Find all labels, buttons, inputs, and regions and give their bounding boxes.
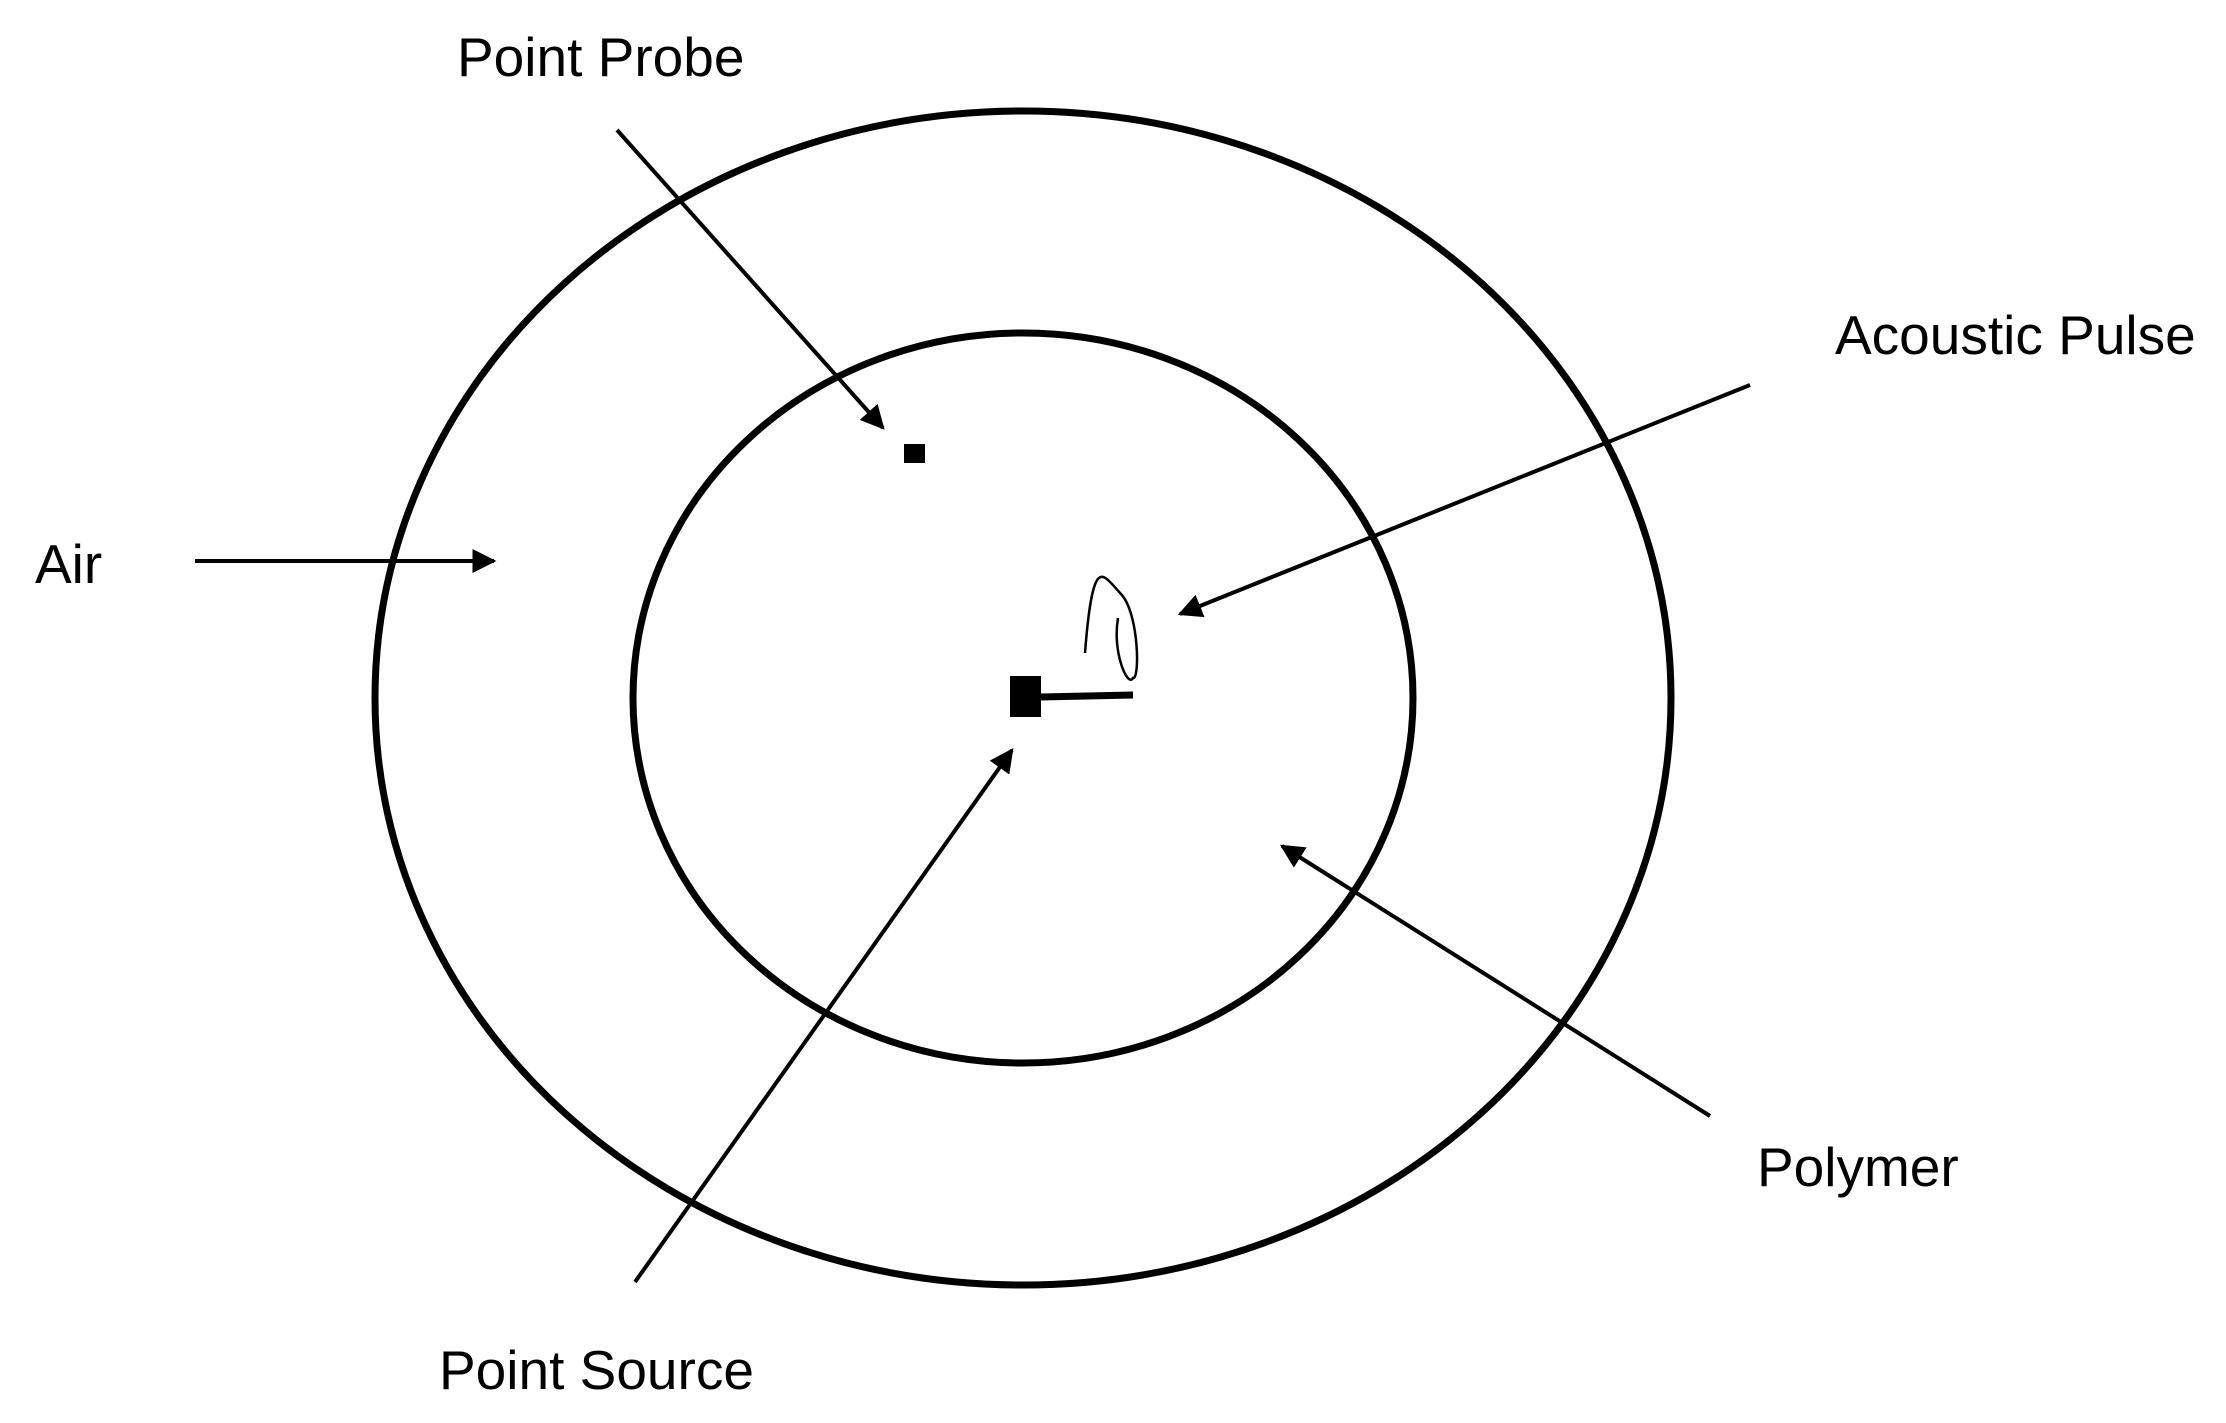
point-source-arrow <box>633 748 1014 1284</box>
point-probe-marker <box>904 444 925 463</box>
point-probe-arrow <box>615 128 885 430</box>
outer-air-boundary <box>371 107 1675 1289</box>
acoustic-pulse-label: Acoustic Pulse <box>1835 304 2196 366</box>
air-label: Air <box>35 533 102 595</box>
point-source-emitter-line <box>1040 691 1134 701</box>
polymer-label: Polymer <box>1757 1136 1959 1198</box>
polymer-arrow <box>1279 844 1712 1118</box>
acoustic-pulse-wave-icon <box>1083 575 1139 681</box>
point-source-marker <box>1010 676 1041 717</box>
inner-polymer-boundary <box>629 329 1417 1067</box>
point-probe-label: Point Probe <box>457 26 744 88</box>
point-source-label: Point Source <box>439 1339 754 1401</box>
acoustic-pulse-arrow <box>1177 383 1751 618</box>
